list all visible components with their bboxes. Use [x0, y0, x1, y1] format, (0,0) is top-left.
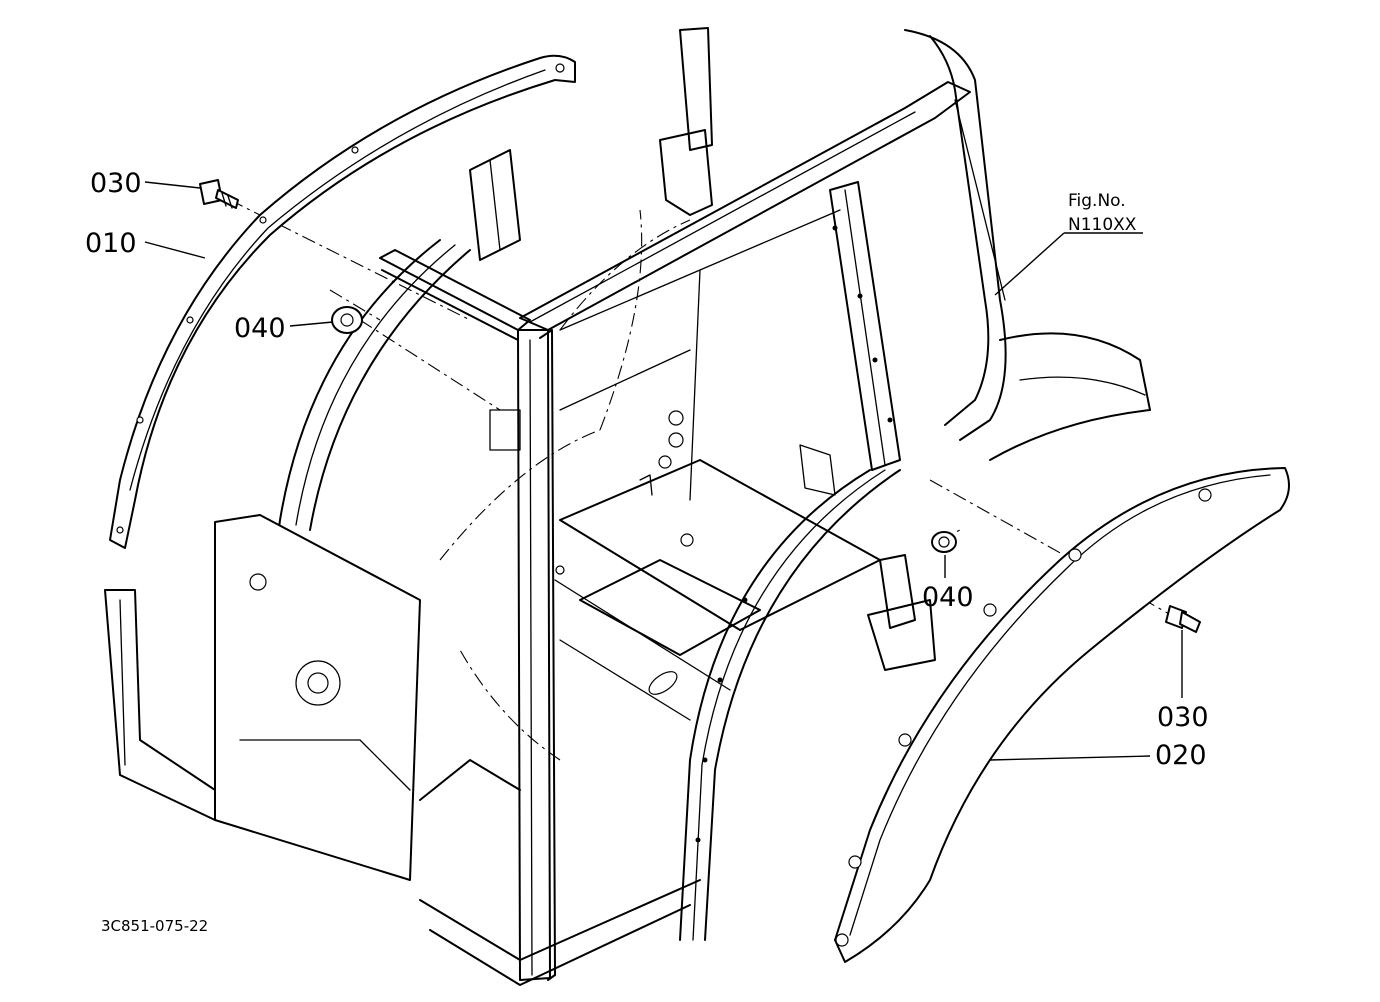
cab-frame — [104, 27, 1151, 986]
figure-reference-line2: N110XX — [1068, 215, 1137, 235]
callout-030-lower: 030 — [1157, 702, 1209, 733]
nut-040-left — [331, 306, 363, 334]
figure-reference-line1: Fig.No. — [1068, 191, 1126, 211]
callout-030-upper: 030 — [90, 168, 142, 199]
callout-040-right: 040 — [922, 582, 974, 613]
assembly-guide-lines — [229, 199, 1181, 761]
nut-040-right — [931, 531, 957, 553]
bolt-030-lower — [1165, 605, 1201, 633]
drawing-code: 3C851-075-22 — [101, 917, 208, 935]
bolt-030-upper — [199, 179, 239, 209]
part-020-fender-extension — [834, 467, 1290, 963]
leader-lines — [144, 181, 1183, 761]
callout-040-left: 040 — [234, 313, 286, 344]
part-010-fender-strip — [109, 54, 576, 549]
callout-020: 020 — [1155, 740, 1207, 771]
callout-010: 010 — [85, 228, 137, 259]
